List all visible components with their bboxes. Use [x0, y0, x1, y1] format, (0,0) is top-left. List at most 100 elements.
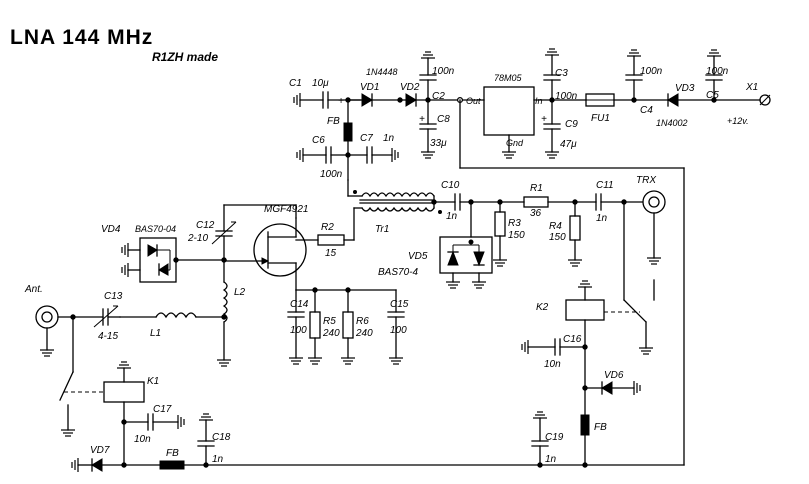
r4-value: 150 — [549, 232, 566, 243]
antenna-connector: Ant. — [24, 284, 59, 357]
r6-label: R6 — [356, 316, 369, 327]
c7-capacitor: C7 1n — [347, 133, 399, 164]
c2-value: 100n — [432, 66, 455, 77]
c16-label: C16 — [563, 334, 582, 345]
r4-label: R4 — [549, 221, 562, 232]
vd6-label: VD6 — [604, 370, 624, 381]
c8-value: 33μ — [430, 138, 447, 149]
r6-value: 240 — [355, 328, 373, 339]
c9-plus: + — [541, 114, 547, 125]
tr1-transformer: Tr1 — [347, 179, 437, 241]
c5-label: C5 — [706, 90, 719, 101]
c15-label: C15 — [390, 299, 409, 310]
c19-capacitor: C19 1n — [531, 411, 564, 466]
r1-value: 36 — [530, 208, 542, 219]
r6-resistor: R6 240 — [340, 289, 373, 365]
l1-inductor: L1 — [119, 312, 225, 339]
diode-type-1n4002: 1N4002 — [656, 118, 688, 128]
c2-capacitor: 100n C2 — [419, 51, 455, 102]
c13-trimmer: C13 4-15 — [57, 291, 123, 342]
c15-capacitor: C15 100 — [387, 289, 409, 365]
c12-trimmer: C12 2-10 — [187, 204, 297, 261]
r1-label: R1 — [530, 183, 543, 194]
l2-inductor: L2 — [216, 259, 246, 367]
c1-capacitor: C1 10μ + — [289, 78, 361, 109]
c14-label: C14 — [290, 299, 309, 310]
c11-value: 1n — [596, 213, 608, 224]
l2-label: L2 — [234, 287, 246, 298]
c17-capacitor: C17 10n — [123, 404, 185, 445]
vd1-label: VD1 — [360, 82, 379, 93]
c6-value: 100n — [320, 169, 343, 180]
c3-value: 100n — [555, 91, 578, 102]
c6-label: C6 — [312, 135, 325, 146]
c11-label: C11 — [596, 180, 614, 191]
c16-value: 10n — [544, 359, 561, 370]
r1-resistor: R1 36 — [523, 183, 597, 219]
c8-label: C8 — [437, 114, 450, 125]
c18-value: 1n — [212, 454, 224, 465]
c10-capacitor: C10 1n — [433, 180, 525, 222]
r3-resistor: R3 150 — [492, 201, 525, 267]
c9-capacitor: C9 + 47μ — [541, 99, 578, 159]
c19-value: 1n — [545, 454, 557, 465]
k2-label: K2 — [536, 302, 549, 313]
c16-capacitor: C16 10n — [521, 334, 586, 370]
c10-value: 1n — [446, 211, 458, 222]
c3-label: C3 — [555, 68, 568, 79]
vd4-diode-pair: VD4 BAS70-04 — [101, 224, 227, 283]
r3-value: 150 — [508, 230, 525, 241]
antenna-label: Ant. — [24, 284, 43, 295]
vd7-label: VD7 — [90, 445, 110, 456]
k1-relay: K1 — [103, 361, 159, 466]
c17-label: C17 — [153, 404, 172, 415]
c14-value: 100 — [290, 325, 307, 336]
c12-value: 2-10 — [187, 233, 208, 244]
vd5-diode-pair: VD5 BAS70-4 — [378, 201, 493, 289]
regulator-out: Out — [466, 96, 481, 106]
vd3-label: VD3 — [675, 83, 695, 94]
fb-ferrite-right: FB — [580, 414, 607, 466]
c8-capacitor: C8 + 33μ — [419, 99, 450, 159]
vd4-label: VD4 — [101, 224, 121, 235]
r5-resistor: R5 240 — [307, 289, 340, 365]
fu1-fuse: FU1 — [585, 93, 669, 124]
fb-bottom-label: FB — [166, 448, 179, 459]
k1-contact — [59, 316, 104, 437]
k1-label: K1 — [147, 376, 159, 387]
tr1-label: Tr1 — [375, 224, 389, 235]
c14-capacitor: C14 100 — [287, 289, 309, 365]
vd2-diode: VD2 — [399, 82, 461, 107]
trx-label: TRX — [636, 175, 656, 186]
regulator-label: 78M05 — [494, 73, 523, 83]
c1-value: 10μ — [312, 78, 329, 89]
vd1-diode: VD1 — [347, 82, 401, 107]
vd3-diode: VD3 1N4002 — [656, 83, 761, 128]
trx-connector: TRX — [636, 175, 666, 265]
r4-resistor: R4 150 — [549, 201, 583, 267]
c12-label: C12 — [196, 220, 215, 231]
c11-capacitor: C11 1n — [595, 180, 643, 224]
vd5-type: BAS70-4 — [378, 267, 418, 278]
c1-plus: + — [338, 96, 344, 107]
k2-relay: K2 — [536, 280, 605, 429]
c10-label: C10 — [441, 180, 460, 191]
c18-label: C18 — [212, 432, 231, 443]
r2-value: 15 — [325, 248, 337, 259]
regulator-gnd: Gnd — [506, 138, 524, 148]
diode-type-1n4448: 1N4448 — [366, 67, 398, 77]
c13-value: 4-15 — [98, 331, 118, 342]
mgf4921-label: MGF4921 — [264, 204, 308, 215]
c1-label: C1 — [289, 78, 302, 89]
regulator-in: In — [535, 96, 543, 106]
r5-label: R5 — [323, 316, 336, 327]
c4-capacitor: 100n C4 — [625, 49, 663, 116]
c18-capacitor: C18 1n — [197, 413, 231, 466]
c17-value: 10n — [134, 434, 151, 445]
x1-terminal: X1 +12v. — [727, 82, 771, 126]
c13-label: C13 — [104, 291, 123, 302]
r2-resistor: R2 15 — [295, 222, 355, 259]
vd2-label: VD2 — [400, 82, 420, 93]
c15-value: 100 — [390, 325, 407, 336]
